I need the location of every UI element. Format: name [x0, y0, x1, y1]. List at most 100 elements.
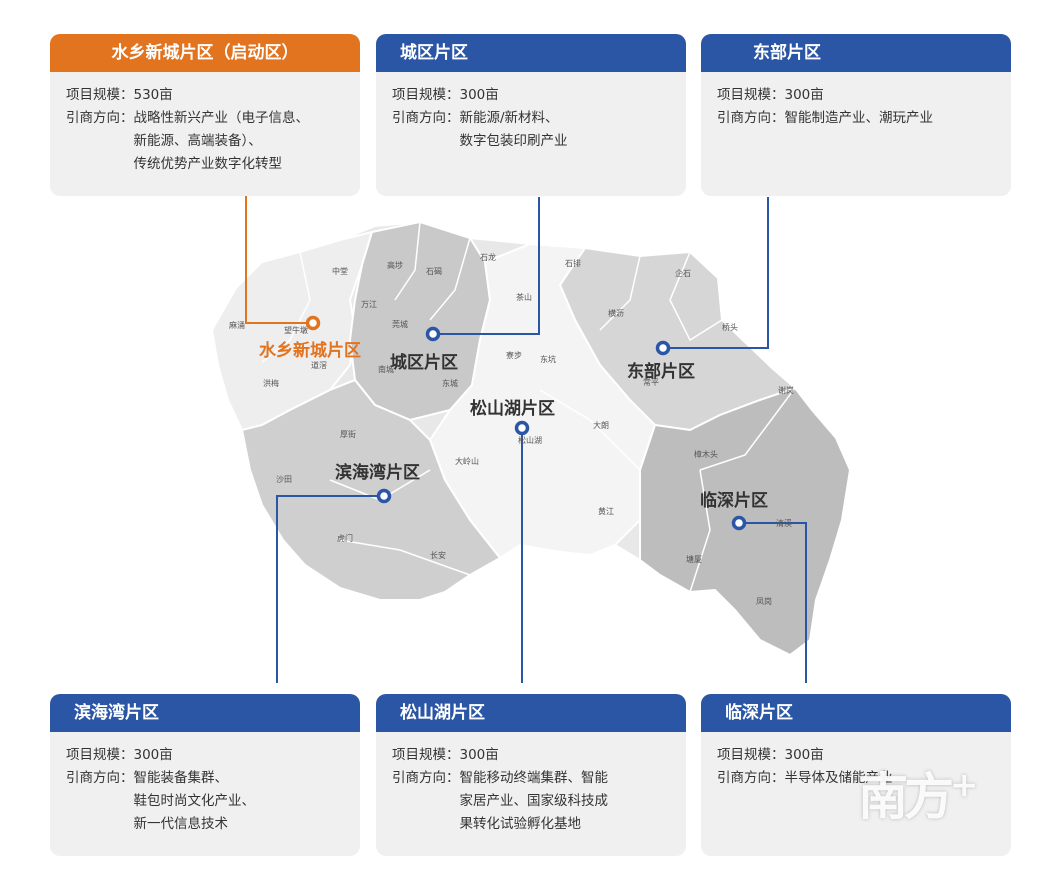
scale-label: 项目规模：	[717, 747, 785, 763]
town-label: 洪梅	[263, 378, 279, 388]
scale-label: 项目规模：	[392, 747, 460, 763]
town-label: 寮步	[506, 350, 522, 360]
town-label: 石龙	[480, 252, 496, 262]
town-label: 东坑	[540, 354, 556, 364]
town-label: 横沥	[608, 308, 624, 318]
town-label: 虎门	[337, 533, 353, 543]
watermark-plus: +	[950, 765, 979, 805]
card-body: 项目规模：300亩 引商方向： 新能源/新材料、数字包装印刷产业	[376, 72, 686, 161]
town-label: 东城	[442, 378, 458, 388]
scale-value: 300亩	[784, 87, 824, 103]
card-chengqu: 城区片区 项目规模：300亩 引商方向： 新能源/新材料、数字包装印刷产业	[376, 34, 686, 196]
direction-label: 引商方向：	[66, 770, 134, 786]
card-title: 松山湖片区	[376, 694, 686, 732]
town-label: 茶山	[516, 292, 532, 302]
town-label: 望牛墩	[284, 325, 308, 335]
zone-label-binhaiwan: 滨海湾片区	[335, 462, 420, 482]
marker-shuixiang[interactable]	[305, 315, 321, 331]
direction-line: 新能源、高端装备）、	[133, 133, 262, 149]
direction-label: 引商方向：	[717, 770, 785, 786]
town-label: 中堂	[332, 266, 348, 276]
card-body: 项目规模：300亩 引商方向： 智能移动终端集群、智能家居产业、国家级科技成果转…	[376, 732, 686, 844]
town-label: 黄江	[598, 506, 614, 516]
direction-line: 新能源/新材料、	[459, 110, 559, 126]
scale-value: 530亩	[133, 87, 173, 103]
scale-value: 300亩	[459, 87, 499, 103]
direction-label: 引商方向：	[717, 110, 785, 126]
direction-line: 智能移动终端集群、智能	[459, 770, 609, 786]
direction-line: 数字包装印刷产业	[459, 133, 568, 149]
nanfang-watermark-logo: 南方+	[858, 757, 979, 829]
town-label: 塘厦	[686, 554, 702, 564]
direction-line: 智能制造产业、潮玩产业	[784, 110, 934, 126]
scale-value: 300亩	[459, 747, 499, 763]
card-title: 滨海湾片区	[50, 694, 360, 732]
town-label: 南城	[378, 364, 394, 374]
town-label: 凤岗	[756, 597, 772, 606]
town-label: 莞城	[392, 319, 408, 329]
card-body: 项目规模：300亩 引商方向： 智能装备集群、鞋包时尚文化产业、新一代信息技术	[50, 732, 360, 844]
direction-line: 智能装备集群、	[133, 770, 229, 786]
town-label: 大岭山	[455, 456, 479, 466]
town-label: 道滘	[311, 360, 327, 370]
scale-value: 300亩	[784, 747, 824, 763]
town-label: 厚街	[340, 429, 356, 439]
card-linshen: 临深片区 项目规模：300亩 引商方向： 半导体及储能产业	[701, 694, 1011, 856]
marker-linshen[interactable]	[731, 515, 747, 531]
marker-dongbu[interactable]	[655, 340, 671, 356]
town-label: 清溪	[776, 518, 792, 528]
scale-label: 项目规模：	[66, 747, 134, 763]
town-label: 松山湖	[518, 435, 542, 445]
card-body: 项目规模：300亩 引商方向： 智能制造产业、潮玩产业	[701, 72, 1011, 138]
scale-label: 项目规模：	[717, 87, 785, 103]
town-label: 企石	[675, 268, 691, 278]
direction-line: 战略性新兴产业（电子信息、	[133, 110, 310, 126]
scale-value: 300亩	[133, 747, 173, 763]
town-label: 高埗	[387, 260, 403, 270]
region-shuixiang	[210, 230, 374, 432]
card-songshanhu: 松山湖片区 项目规模：300亩 引商方向： 智能移动终端集群、智能家居产业、国家…	[376, 694, 686, 856]
card-title: 水乡新城片区（启动区）	[50, 34, 360, 72]
card-title: 临深片区	[701, 694, 1011, 732]
direction-line: 半导体及储能产业	[784, 770, 893, 786]
card-shuixiang: 水乡新城片区（启动区） 项目规模：530亩 引商方向： 战略性新兴产业（电子信息…	[50, 34, 360, 196]
connector-dongbu	[663, 197, 769, 349]
zone-label-chengqu: 城区片区	[390, 352, 458, 372]
town-label: 大朗	[593, 420, 609, 430]
town-label: 樟木头	[694, 449, 718, 459]
marker-songshanhu[interactable]	[514, 420, 530, 436]
direction-label: 引商方向：	[392, 110, 460, 126]
card-binhaiwan: 滨海湾片区 项目规模：300亩 引商方向： 智能装备集群、鞋包时尚文化产业、新一…	[50, 694, 360, 856]
zone-label-shuixiang: 水乡新城片区	[259, 340, 361, 360]
direction-line: 鞋包时尚文化产业、	[133, 793, 256, 809]
town-label: 常平	[643, 378, 659, 387]
connector-chengqu	[433, 197, 540, 335]
marker-chengqu[interactable]	[425, 326, 441, 342]
town-label: 麻涌	[229, 320, 245, 330]
connector-linshen	[739, 522, 807, 683]
town-label: 石排	[565, 258, 581, 268]
zone-label-dongbu: 东部片区	[627, 361, 695, 381]
zone-label-linshen: 临深片区	[700, 490, 768, 510]
card-title: 城区片区	[376, 34, 686, 72]
card-body: 项目规模：530亩 引商方向： 战略性新兴产业（电子信息、新能源、高端装备）、传…	[50, 72, 360, 184]
card-body: 项目规模：300亩 引商方向： 半导体及储能产业	[701, 732, 1011, 798]
region-songshanhu	[428, 242, 657, 560]
marker-binhaiwan[interactable]	[376, 488, 392, 504]
direction-label: 引商方向：	[66, 110, 134, 126]
direction-line: 新一代信息技术	[133, 816, 229, 832]
card-title: 东部片区	[701, 34, 1011, 72]
card-dongbu: 东部片区 项目规模：300亩 引商方向： 智能制造产业、潮玩产业	[701, 34, 1011, 196]
town-label: 沙田	[276, 475, 292, 484]
town-label: 谢岗	[778, 385, 794, 395]
connector-binhaiwan	[276, 495, 384, 683]
scale-label: 项目规模：	[66, 87, 134, 103]
watermark-text: 南方	[858, 767, 954, 826]
town-label: 万江	[361, 300, 377, 309]
direction-label: 引商方向：	[392, 770, 460, 786]
town-label: 桥头	[722, 322, 738, 332]
town-label: 长安	[430, 550, 446, 560]
direction-line: 家居产业、国家级科技成	[459, 793, 609, 809]
scale-label: 项目规模：	[392, 87, 460, 103]
